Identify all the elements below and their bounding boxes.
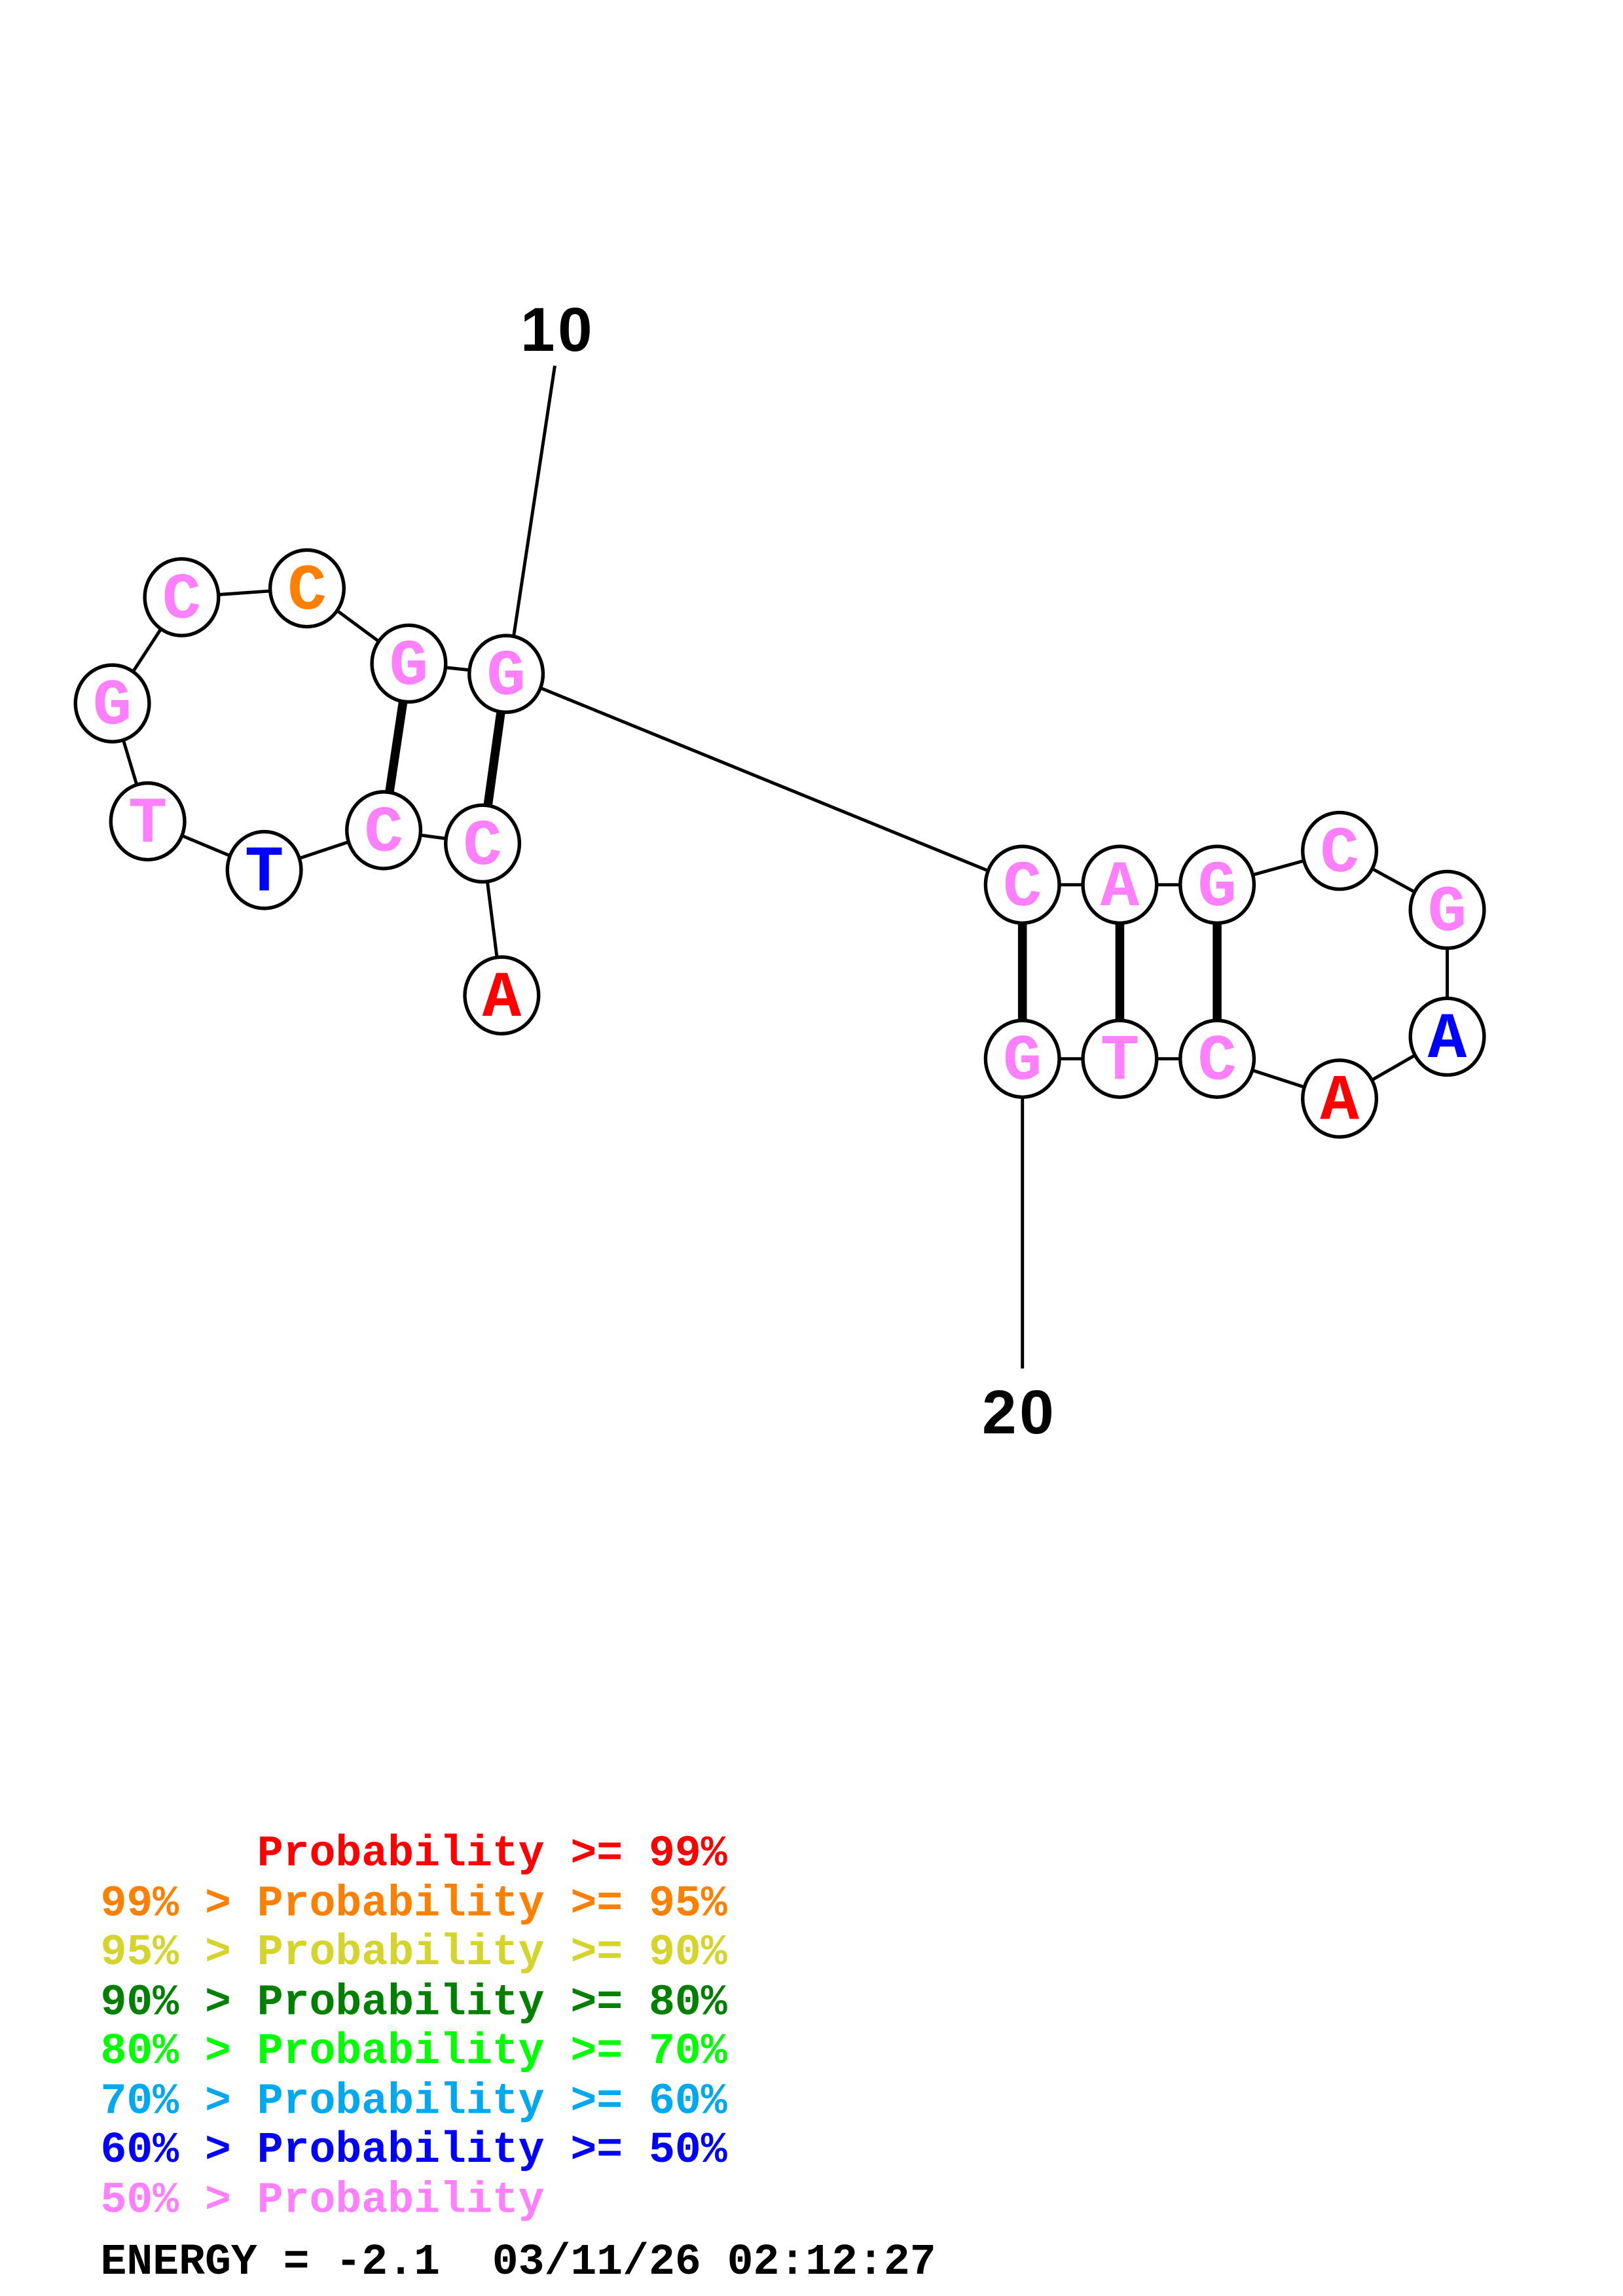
legend-row: 99% > Probability >= 95% [101, 1880, 727, 1929]
position-label: 10 [520, 295, 595, 365]
nucleotide-letter: C [162, 563, 202, 637]
legend-row: 60% > Probability >= 50% [101, 2126, 727, 2175]
nucleotide: C [1301, 810, 1379, 891]
nucleotide: A [1301, 1058, 1379, 1139]
nucleotide: C [143, 557, 221, 637]
nucleotide-letter: T [1101, 1025, 1140, 1099]
legend-row: 80% > Probability >= 70% [101, 2027, 727, 2076]
nucleotide: G [73, 663, 151, 744]
nucleotide: G [1178, 844, 1256, 925]
nucleotide-circle [268, 548, 346, 629]
nucleotide-letter: A [1428, 1003, 1467, 1077]
nucleotide: A [1081, 844, 1159, 925]
nucleotide-circle [444, 803, 522, 884]
nucleotide-circle [983, 1018, 1061, 1099]
nucleotide-letter: G [1428, 876, 1467, 950]
energy-timestamp: ENERGY = -2.1 03/11/26 02:12:27 [101, 2238, 936, 2287]
nucleotide-circle [370, 623, 448, 704]
nucleotide-circle [1301, 1058, 1379, 1139]
nucleotide-letter: A [1320, 1065, 1359, 1139]
nucleotide-circle [345, 790, 423, 870]
nucleotide-circle [109, 781, 187, 862]
nucleotide-letter: A [483, 961, 522, 1035]
nucleotide-circle [467, 634, 545, 714]
nucleotide-circle [1081, 844, 1159, 925]
nucleotide: T [1081, 1018, 1159, 1099]
nucleotide: C [444, 803, 522, 884]
nucleotide-letter: G [1197, 851, 1237, 925]
nucleotide: A [1408, 996, 1486, 1077]
nucleotide-circle [983, 844, 1061, 925]
nucleotide-letter: C [364, 796, 403, 870]
nucleotide: C [983, 844, 1061, 925]
nucleotide: G [983, 1018, 1061, 1099]
nucleotide-letter: G [93, 670, 132, 744]
position-label: 20 [982, 1378, 1057, 1447]
nucleotide-circle [463, 955, 541, 1036]
nucleotide-circle [1301, 810, 1379, 891]
nucleotide-circle [1178, 844, 1256, 925]
nucleotide-letter: C [463, 810, 502, 884]
nucleotide-circle [143, 557, 221, 637]
nucleotide-letter: C [287, 554, 326, 628]
position-tick [511, 365, 556, 637]
nucleotide: A [463, 955, 541, 1036]
nucleotide-circle [225, 830, 303, 910]
nucleotide: G [370, 623, 448, 704]
nucleotide-letter: C [1003, 851, 1042, 925]
legend-row: 70% > Probability >= 60% [101, 2077, 727, 2126]
nucleotide-letter: T [128, 787, 168, 861]
nucleotide-letter: T [245, 836, 283, 910]
nucleotide: T [109, 781, 187, 862]
nucleotide: C [1178, 1018, 1256, 1099]
backbone [111, 586, 1450, 1100]
legend-row: 50% > Probability [101, 2176, 545, 2225]
nucleotide-letter: G [390, 630, 428, 704]
position-labels: 10 20 [511, 295, 1057, 1447]
nucleotide-letter: G [486, 640, 525, 714]
legend-row: 90% > Probability >= 80% [101, 1979, 727, 2028]
nucleotide: T [225, 830, 303, 910]
probability-legend: Probability >= 99%99% > Probability >= 9… [101, 1829, 936, 2287]
nucleotide-circle [1081, 1018, 1159, 1099]
nucleotide-circle [1408, 996, 1486, 1077]
backbone-bond [505, 672, 1023, 887]
nucleotide-letter: C [1320, 817, 1359, 891]
nucleotide-circle [1408, 869, 1486, 950]
nucleotide: G [467, 634, 545, 714]
nucleotide-letter: G [1003, 1025, 1042, 1099]
nucleotide-letter: C [1197, 1025, 1237, 1099]
nucleotide: G [1408, 869, 1486, 950]
nucleotide-letter: A [1101, 851, 1140, 925]
legend-row: 95% > Probability >= 90% [101, 1928, 727, 1977]
nucleotide: C [345, 790, 423, 870]
nucleotide: C [268, 548, 346, 629]
nucleotide-circle [1178, 1018, 1256, 1099]
nucleotide-circle [73, 663, 151, 744]
legend-row: Probability >= 99% [101, 1829, 727, 1878]
